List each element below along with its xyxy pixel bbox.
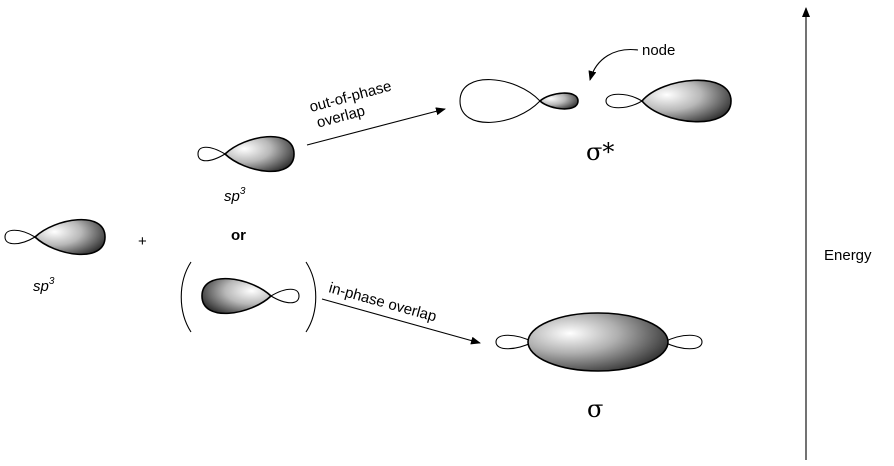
- small-lobe: [197, 146, 227, 162]
- energy-label: Energy: [824, 247, 872, 264]
- right-small-lobe: [662, 334, 703, 350]
- large-lobe: [33, 218, 106, 256]
- right-parenthesis: [305, 261, 317, 333]
- out-of-phase-arrow: [306, 107, 446, 146]
- node-arrow: [588, 48, 639, 81]
- large-shaded-lobe: [640, 79, 732, 123]
- sp3-label-left: sp3: [33, 276, 55, 295]
- in-phase-arrow: [321, 298, 481, 345]
- sigma-star-label: σ*: [586, 138, 614, 166]
- left-small-lobe: [495, 334, 535, 350]
- plus-sign: +: [138, 233, 147, 250]
- sigma-label: σ: [587, 395, 603, 423]
- small-shaded-lobe: [538, 92, 579, 110]
- or-label: or: [231, 227, 246, 244]
- node-label: node: [642, 42, 675, 59]
- sp3-orbital-left: [4, 218, 106, 256]
- sigma-star-orbital: [459, 79, 732, 123]
- small-lobe: [269, 288, 300, 304]
- open-lobe: [459, 79, 541, 123]
- sp3-label-top: sp3: [224, 186, 246, 205]
- left-parenthesis: [180, 261, 192, 333]
- sp3-orbital-top: [197, 135, 295, 173]
- small-open-lobe: [605, 93, 644, 109]
- in-phase-label: in-phase overlap: [327, 279, 438, 325]
- large-lobe: [201, 277, 273, 315]
- sp3-orbital-reversed: [201, 277, 300, 315]
- central-bonding-lobe: [527, 312, 669, 372]
- small-lobe: [4, 229, 37, 245]
- large-lobe: [223, 135, 295, 173]
- sigma-orbital: [495, 312, 703, 372]
